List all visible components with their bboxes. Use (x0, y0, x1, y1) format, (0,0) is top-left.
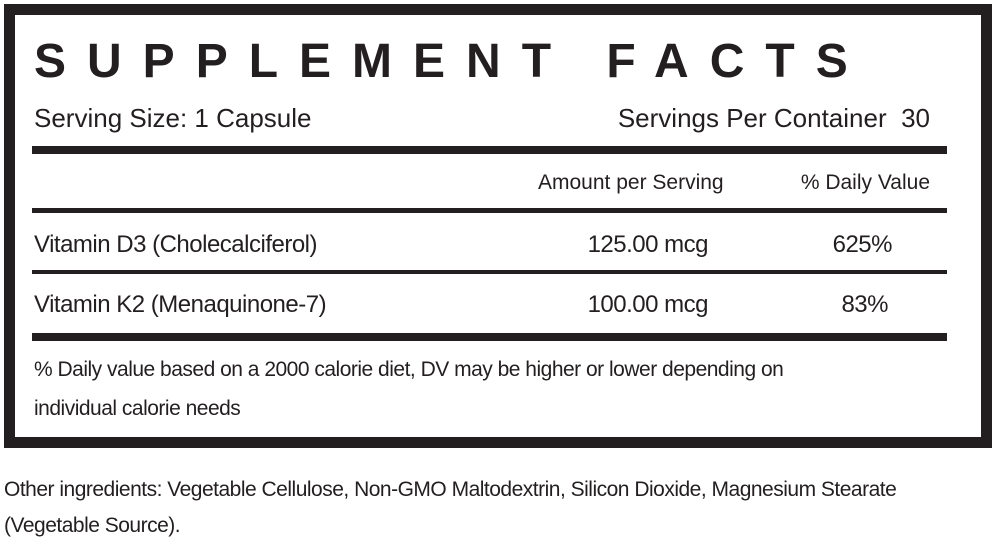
footnote-line: % Daily value based on a 2000 calorie di… (34, 358, 784, 381)
thick-divider (32, 333, 947, 341)
row-dv: 83% (841, 291, 888, 318)
row-name: Vitamin K2 (Menaquinone-7) (34, 291, 327, 318)
other-ingredients-line: (Vegetable Source). (4, 514, 181, 537)
panel-title: SUPPLEMENT FACTS (34, 35, 869, 88)
thick-divider (32, 146, 947, 154)
divider (32, 270, 947, 274)
supplement-facts-panel (4, 4, 992, 448)
row-amount: 100.00 mcg (587, 291, 709, 318)
dv-header: % Daily Value (800, 171, 930, 194)
row-amount: 125.00 mcg (587, 231, 709, 258)
footnote-line: individual calorie needs (34, 397, 241, 420)
divider (32, 208, 947, 213)
servings-per-container: Servings Per Container 30 (617, 103, 930, 133)
amount-header: Amount per Serving (538, 171, 724, 194)
row-dv: 625% (832, 231, 893, 258)
row-name: Vitamin D3 (Cholecalciferol) (34, 231, 318, 258)
serving-size: Serving Size: 1 Capsule (34, 103, 312, 133)
other-ingredients-line: Other ingredients: Vegetable Cellulose, … (4, 478, 897, 501)
